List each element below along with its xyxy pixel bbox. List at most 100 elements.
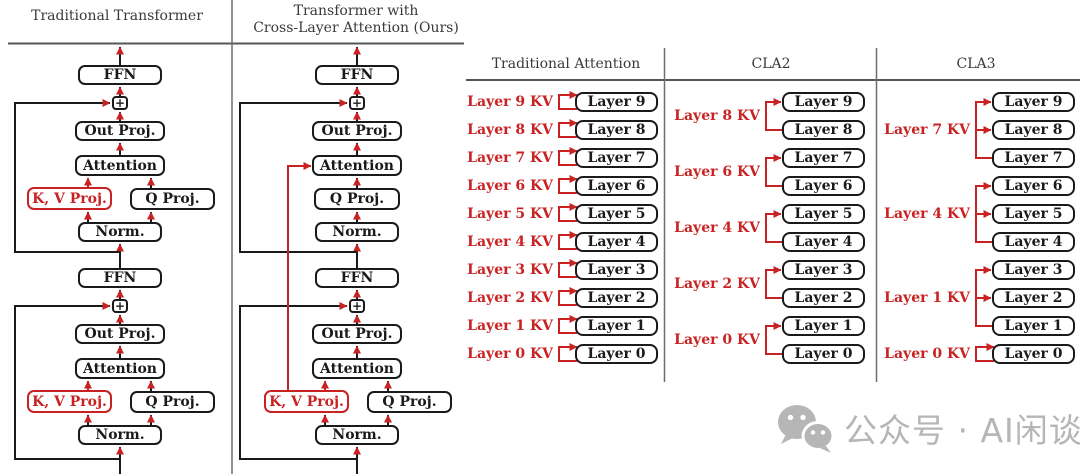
kv-self-loop: [558, 119, 578, 138]
layer-box: Layer 8: [782, 120, 865, 140]
kv-label: Layer 8 KV: [467, 122, 553, 138]
layer-box: Layer 5: [575, 204, 658, 224]
layer-box: Layer 8: [575, 120, 658, 140]
out-proj-box: Out Proj.: [312, 324, 402, 344]
table-column-title: CLA3: [956, 56, 996, 72]
residual-add-box: +: [112, 96, 128, 110]
left-diagram-title: Traditional Transformer: [31, 8, 203, 24]
kv-self-loop: [558, 231, 578, 250]
kv-label: Layer 7 KV: [884, 122, 970, 138]
out-proj-box: Out Proj.: [75, 324, 165, 344]
residual-add-box: +: [349, 299, 365, 313]
kv-label: Layer 0 KV: [674, 332, 760, 348]
q-proj-box: Q Proj.: [367, 391, 452, 413]
layer-box: Layer 4: [575, 232, 658, 252]
layer-box: Layer 9: [575, 92, 658, 112]
out-proj-box: Out Proj.: [312, 121, 402, 141]
layer-box: Layer 3: [575, 260, 658, 280]
kv-label: Layer 6 KV: [674, 164, 760, 180]
kv-label: Layer 9 KV: [467, 94, 553, 110]
kv-label: Layer 1 KV: [467, 318, 553, 334]
q-proj-box: Q Proj.: [130, 391, 215, 413]
ffn-box: FFN: [315, 65, 399, 85]
layer-box: Layer 0: [782, 344, 865, 364]
cross-layer-kv-line: [287, 162, 312, 390]
layer-box: Layer 5: [992, 204, 1075, 224]
kv-share-line: [765, 98, 783, 131]
norm-box: Norm.: [78, 222, 162, 242]
residual-skip-line: [14, 302, 120, 460]
kv-share-line: [765, 154, 783, 187]
kv-self-loop: [975, 343, 995, 362]
kv-self-loop: [558, 175, 578, 194]
kv-label: Layer 4 KV: [674, 220, 760, 236]
kv-share-line: [765, 210, 783, 243]
watermark-text: 公众号 · AI闲谈: [844, 411, 1080, 450]
kv-self-loop: [558, 203, 578, 222]
residual-skip-line: [239, 302, 357, 460]
layer-box: Layer 4: [992, 232, 1075, 252]
out-proj-box: Out Proj.: [75, 121, 165, 141]
kv-label: Layer 5 KV: [467, 206, 553, 222]
layer-box: Layer 9: [992, 92, 1075, 112]
kv-label: Layer 8 KV: [674, 108, 760, 124]
kv-share-line: [765, 322, 783, 355]
kv-label: Layer 3 KV: [467, 262, 553, 278]
layer-box: Layer 7: [992, 148, 1075, 168]
kv-label: Layer 4 KV: [884, 206, 970, 222]
q-proj-box: Q Proj.: [314, 188, 400, 210]
layer-box: Layer 4: [782, 232, 865, 252]
kv-label: Layer 2 KV: [467, 290, 553, 306]
layer-box: Layer 6: [782, 176, 865, 196]
layer-box: Layer 0: [992, 344, 1075, 364]
kv-label: Layer 2 KV: [674, 276, 760, 292]
layer-box: Layer 2: [575, 288, 658, 308]
kv-label: Layer 0 KV: [884, 346, 970, 362]
attention-box: Attention: [75, 358, 165, 379]
layer-box: Layer 2: [992, 288, 1075, 308]
layer-box: Layer 6: [575, 176, 658, 196]
layer-box: Layer 1: [782, 316, 865, 336]
attention-box: Attention: [312, 358, 402, 379]
layer-box: Layer 3: [782, 260, 865, 280]
kv-self-loop: [558, 287, 578, 306]
attention-box: Attention: [75, 155, 165, 176]
norm-box: Norm.: [315, 425, 399, 445]
wechat-icon: [778, 405, 834, 453]
watermark: 公众号 · AI闲谈: [776, 402, 1080, 454]
layer-box: Layer 7: [575, 148, 658, 168]
norm-box: Norm.: [315, 222, 399, 242]
residual-add-box: +: [349, 96, 365, 110]
kv-self-loop: [558, 343, 578, 362]
q-proj-box: Q Proj.: [130, 188, 215, 210]
kv-proj-box: K, V Proj.: [27, 187, 112, 210]
kv-self-loop: [558, 259, 578, 278]
kv-self-loop: [558, 91, 578, 110]
layer-box: Layer 0: [575, 344, 658, 364]
middle-diagram-title-line1: Transformer with: [293, 3, 419, 19]
layer-box: Layer 1: [992, 316, 1075, 336]
layer-box: Layer 7: [782, 148, 865, 168]
layer-box: Layer 6: [992, 176, 1075, 196]
residual-skip-line: [14, 99, 120, 253]
kv-label: Layer 4 KV: [467, 234, 553, 250]
kv-label: Layer 6 KV: [467, 178, 553, 194]
kv-share-line: [765, 266, 783, 299]
residual-add-box: +: [112, 299, 128, 313]
ffn-box: FFN: [315, 268, 399, 288]
ffn-box: FFN: [78, 268, 162, 288]
layer-box: Layer 5: [782, 204, 865, 224]
layer-box: Layer 2: [782, 288, 865, 308]
kv-self-loop: [558, 315, 578, 334]
layer-box: Layer 9: [782, 92, 865, 112]
kv-self-loop: [558, 147, 578, 166]
residual-skip-line: [239, 99, 357, 253]
norm-box: Norm.: [78, 425, 162, 445]
ffn-box: FFN: [78, 65, 162, 85]
kv-proj-box: K, V Proj.: [27, 390, 112, 413]
kv-label: Layer 0 KV: [467, 346, 553, 362]
kv-label: Layer 1 KV: [884, 290, 970, 306]
kv-label: Layer 7 KV: [467, 150, 553, 166]
